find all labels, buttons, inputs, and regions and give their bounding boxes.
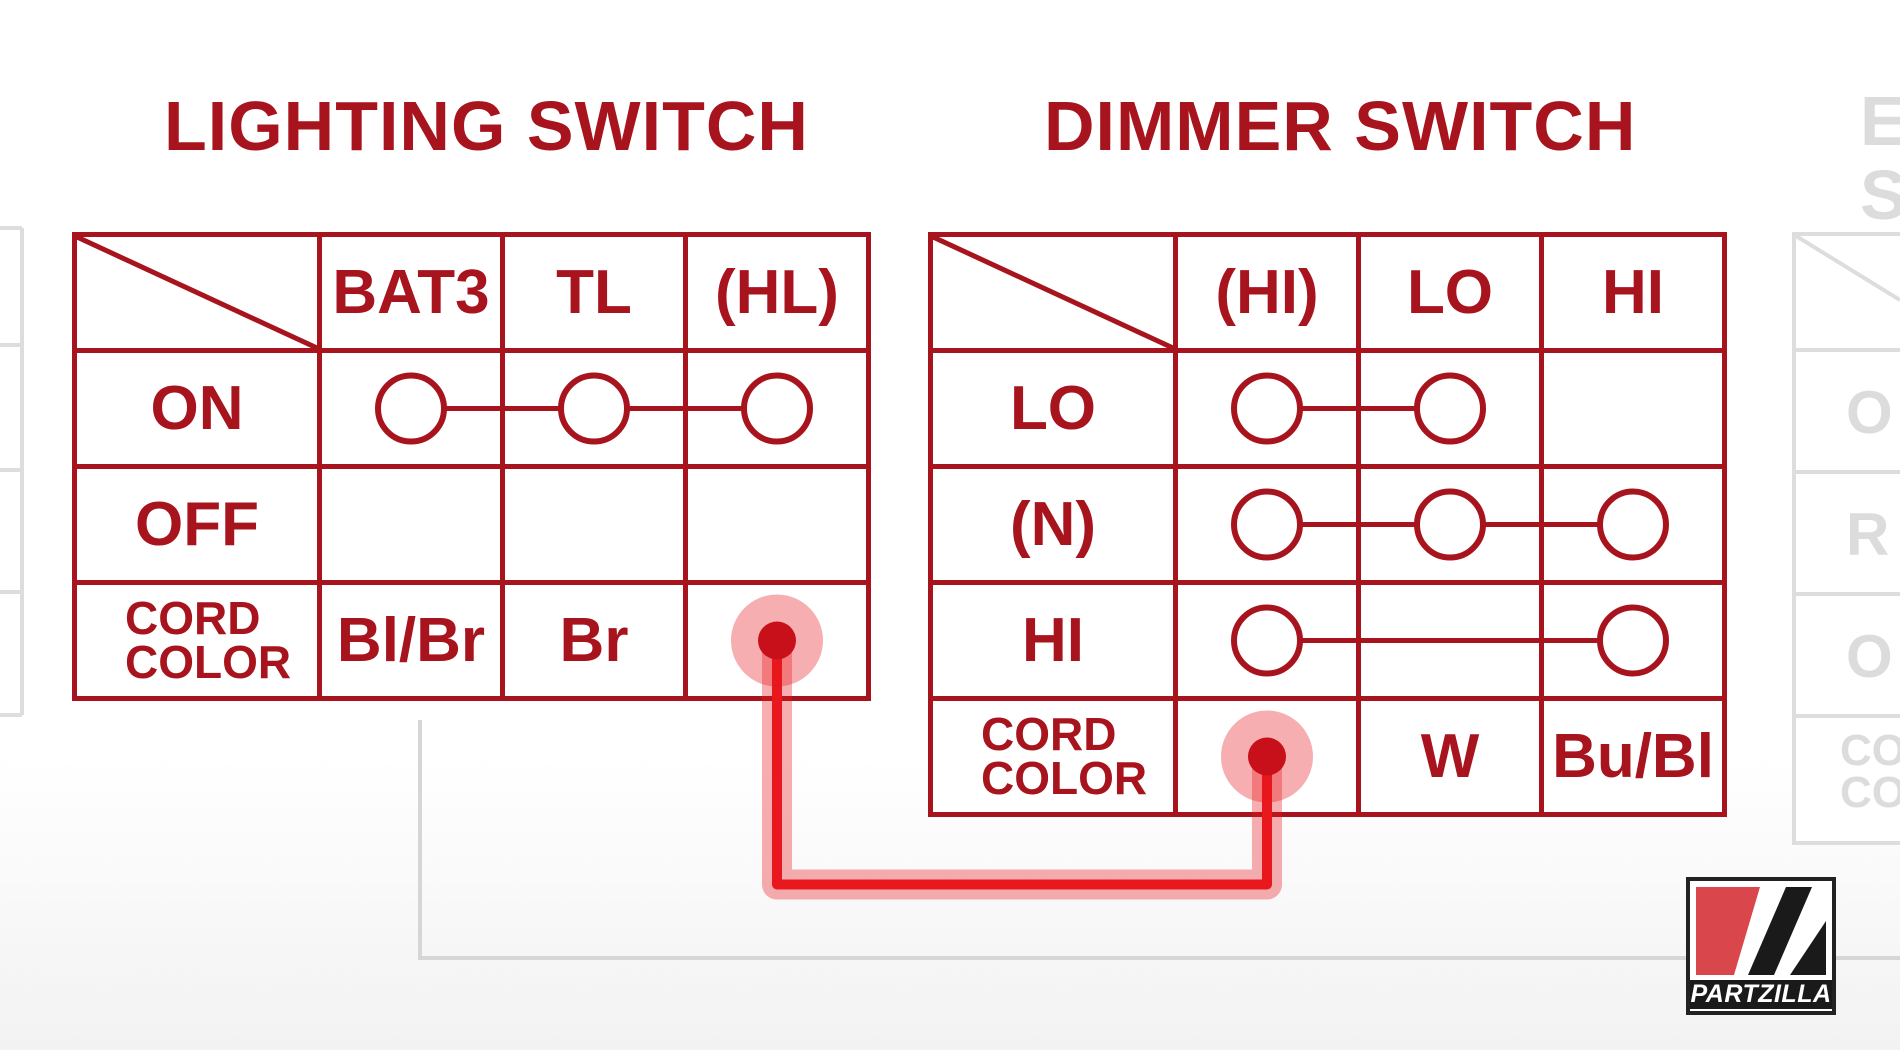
table-corner-cell: [928, 232, 1178, 353]
column-header-tl: TL: [500, 232, 688, 353]
table-row-n: (N): [928, 464, 1727, 585]
table-row-cord-color: CORD COLOR Bl/Br Br: [72, 580, 871, 701]
lighting-switch-title: LIGHTING SWITCH: [164, 87, 809, 165]
table-cell: [683, 464, 871, 585]
ghost-title-line2: S: [1860, 156, 1900, 234]
column-header-lo: LO: [1356, 232, 1544, 353]
table-cell: [1173, 580, 1361, 701]
column-header-hi-paren: (HI): [1173, 232, 1361, 353]
table-row-cord-color: CORD COLOR W Bu/Bl: [928, 696, 1727, 817]
cord-color-hl: [683, 580, 871, 701]
table-corner-cell: [72, 232, 322, 353]
table-cell: [317, 464, 505, 585]
table-cell: [1356, 464, 1544, 585]
column-header-hi: HI: [1539, 232, 1727, 353]
table-cell: [317, 348, 505, 469]
row-label-off: OFF: [72, 464, 322, 585]
row-label-hi: HI: [928, 580, 1178, 701]
dimmer-switch-table: (HI) LO HI LO (N) HI CORD COLOR W Bu/Bl: [928, 232, 1727, 817]
cord-color-bat3: Bl/Br: [317, 580, 505, 701]
cord-label-line2: COLOR: [981, 751, 1148, 804]
dimmer-switch-title: DIMMER SWITCH: [1044, 87, 1637, 165]
column-header-bat3: BAT3: [317, 232, 505, 353]
ghost-title-line1: E: [1860, 82, 1900, 160]
cord-color-hi-paren: [1173, 696, 1361, 817]
table-row-on: ON: [72, 348, 871, 469]
table-cell: [1539, 464, 1727, 585]
table-cell: [500, 464, 688, 585]
table-cell: [1539, 348, 1727, 469]
cord-label-line2: COLOR: [125, 635, 292, 688]
ghost-table: [1792, 232, 1900, 845]
row-label-n: (N): [928, 464, 1178, 585]
table-cell: [500, 348, 688, 469]
cord-label-line1: CORD: [125, 591, 261, 644]
table-row-header: BAT3 TL (HL): [72, 232, 871, 353]
ghost-row-label-3: O: [1846, 623, 1893, 690]
table-cell: [1356, 348, 1544, 469]
column-header-hl: (HL): [683, 232, 871, 353]
ghost-row-label-2: R: [1846, 501, 1890, 568]
logo-mark-icon: [1694, 885, 1828, 977]
row-label-cord-color: CORD COLOR: [928, 696, 1178, 817]
diagonal-line: [933, 237, 1173, 348]
table-row-header: (HI) LO HI: [928, 232, 1727, 353]
diagonal-line: [77, 237, 317, 348]
table-row-lo: LO: [928, 348, 1727, 469]
ghost-cord-line1: CO: [1840, 726, 1900, 775]
ghost-cord-line2: CO: [1840, 767, 1900, 817]
row-label-on: ON: [72, 348, 322, 469]
table-row-off: OFF: [72, 464, 871, 585]
cord-color-tl: Br: [500, 580, 688, 701]
table-cell: [1539, 580, 1727, 701]
table-row-hi: HI: [928, 580, 1727, 701]
partzilla-logo: PARTZILLA: [1686, 877, 1836, 1015]
lighting-switch-table: BAT3 TL (HL) ON OFF CORD COLOR Bl/Br Br: [72, 232, 871, 701]
table-cell: [683, 348, 871, 469]
cord-color-hi: Bu/Bl: [1539, 696, 1727, 817]
logo-text: PARTZILLA: [1690, 980, 1832, 1009]
table-cell: [1173, 348, 1361, 469]
table-cell: [1356, 580, 1544, 701]
row-label-cord-color: CORD COLOR: [72, 580, 322, 701]
cord-color-lo: W: [1356, 696, 1544, 817]
ghost-row-label-1: O: [1846, 379, 1893, 446]
ghost-cord-label: CO CO: [1840, 729, 1900, 817]
row-label-lo: LO: [928, 348, 1178, 469]
table-cell: [1173, 464, 1361, 585]
